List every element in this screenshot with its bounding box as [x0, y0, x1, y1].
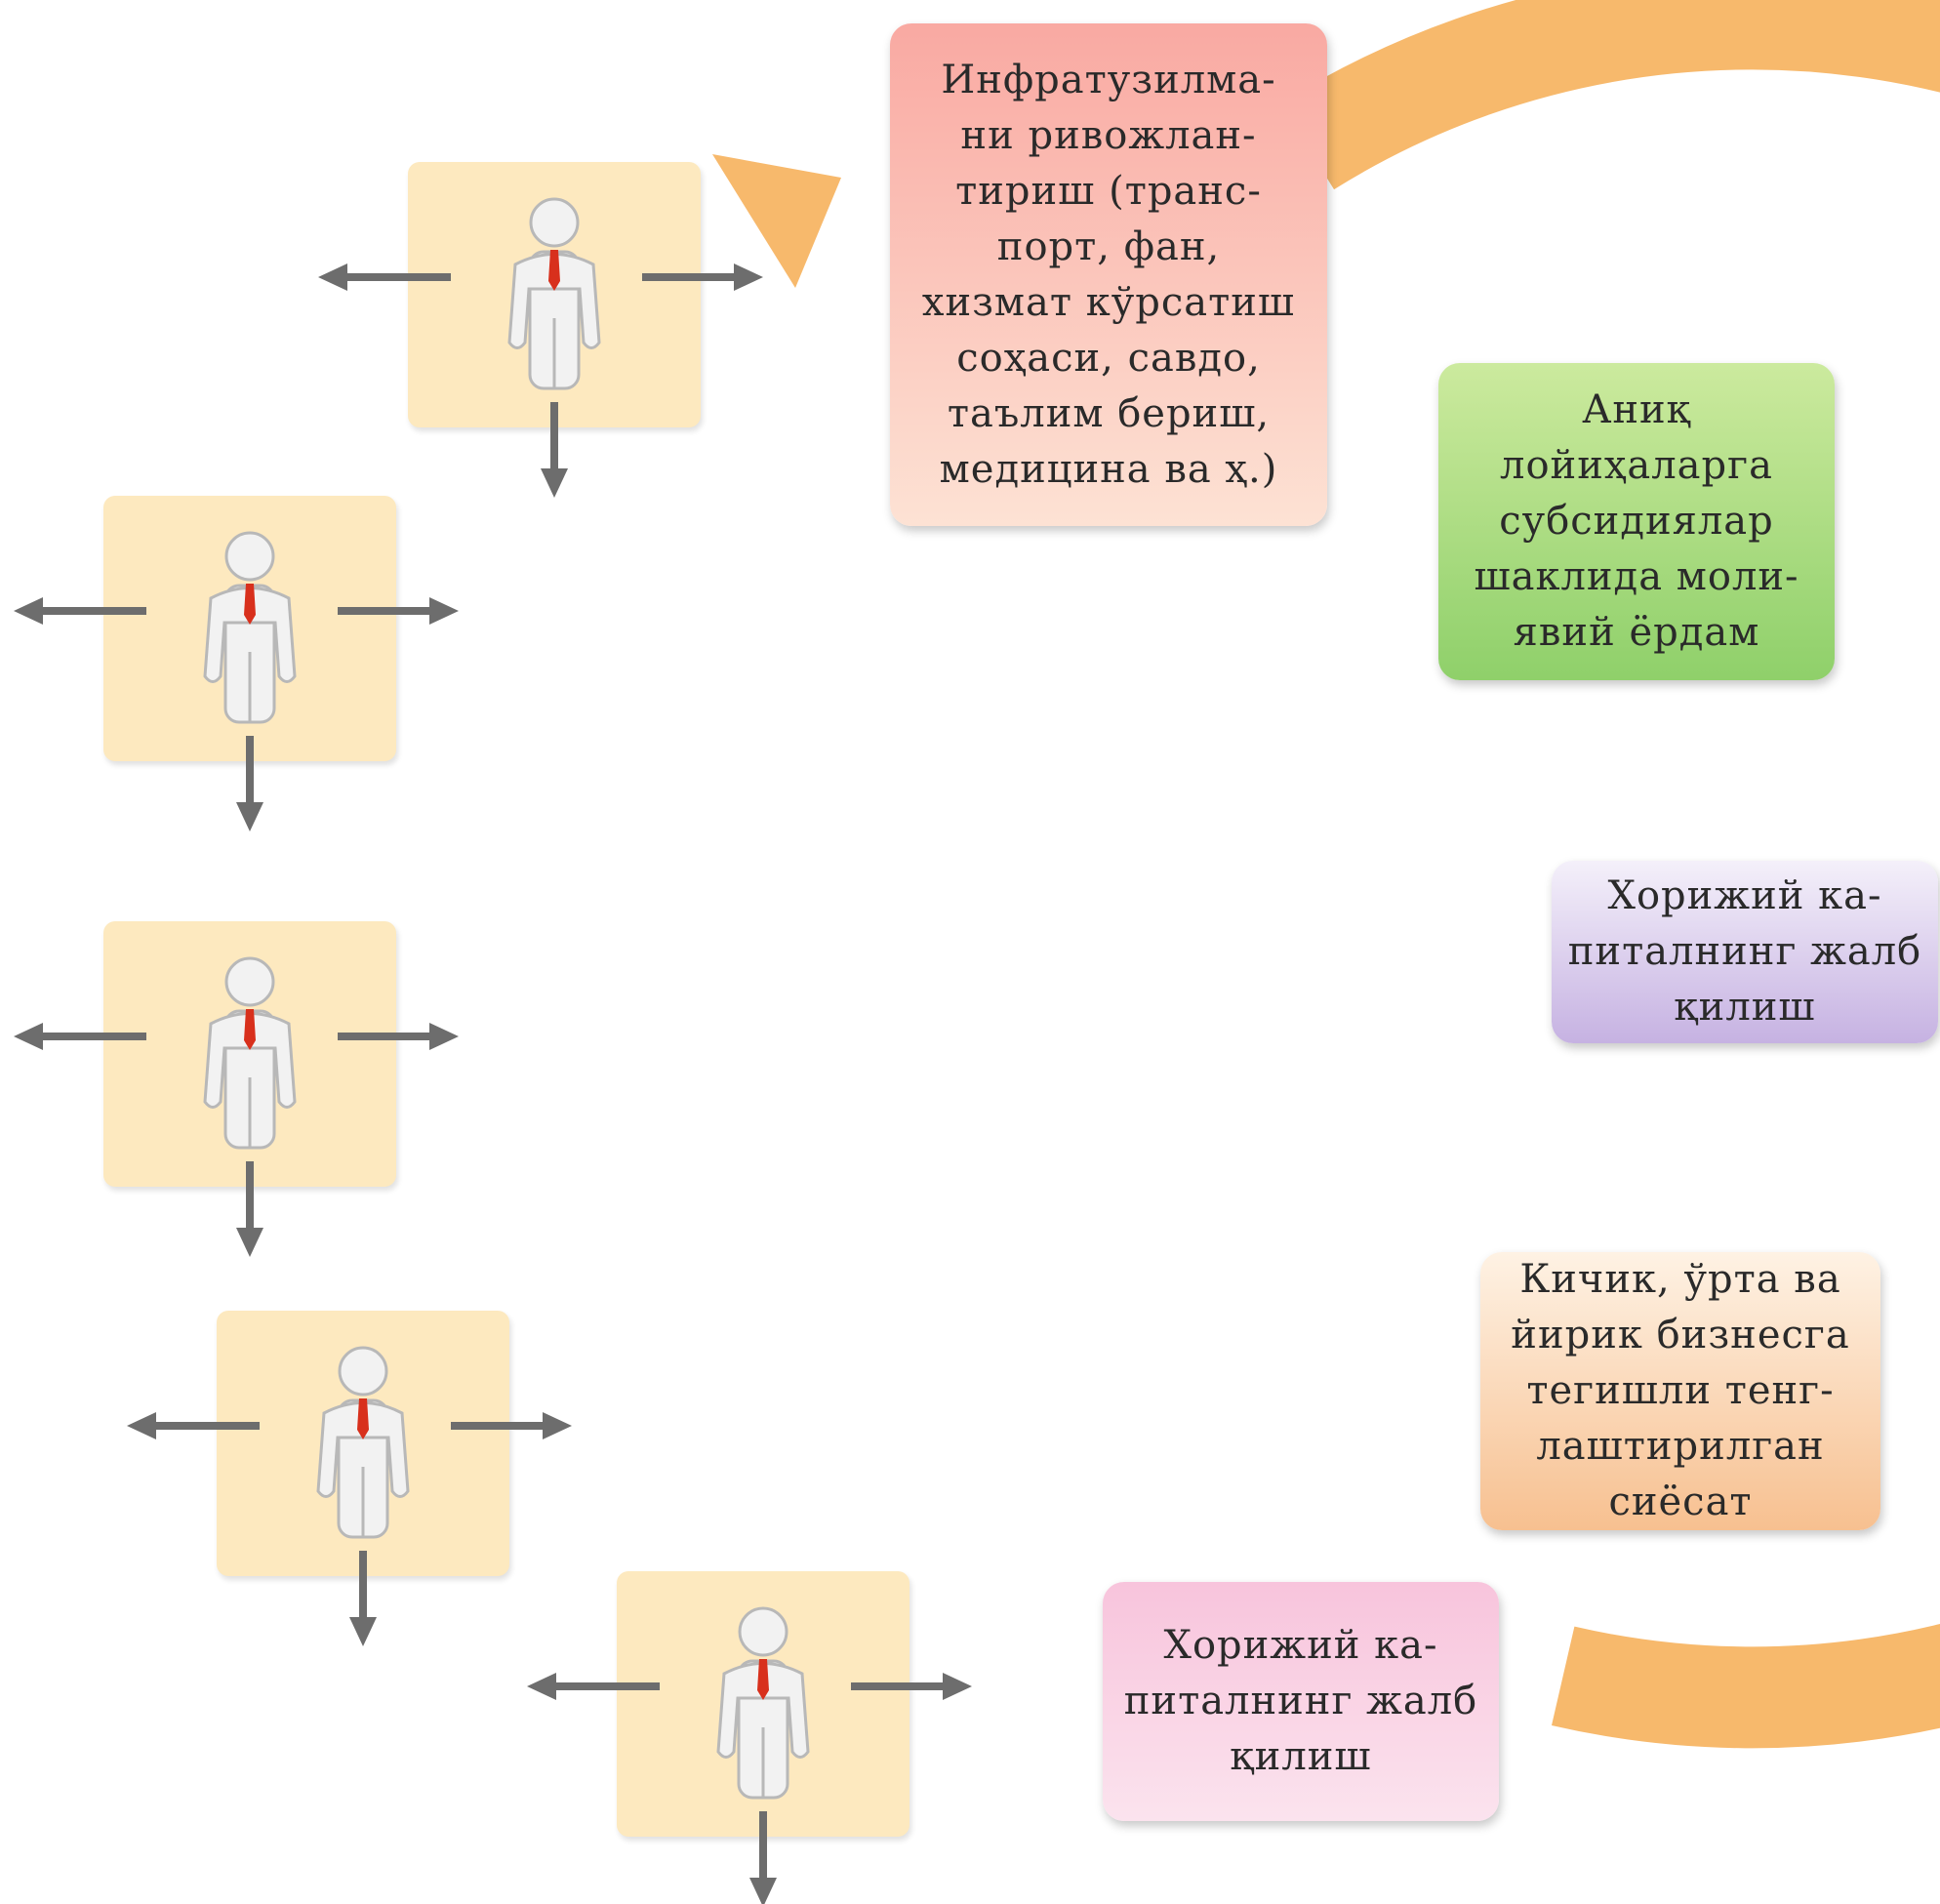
- tie-icon: [244, 1009, 256, 1050]
- arrow-down-icon: [749, 1878, 777, 1904]
- person-head: [529, 197, 580, 248]
- cycle-ring-path: [1280, 0, 1940, 1749]
- arrow-left-icon: [318, 263, 347, 291]
- person-with-arrows: [14, 531, 459, 831]
- arrow-right-icon: [429, 597, 459, 625]
- foreign-capital-box-2: Хорижий ка- питалнинг жалб қилиш: [1103, 1582, 1499, 1821]
- person-with-arrows: [318, 197, 763, 498]
- person-tile-2: [14, 496, 459, 831]
- arrow-down-icon: [541, 468, 568, 498]
- person-tile-3: [14, 921, 459, 1257]
- person-icon: [203, 956, 297, 1150]
- tie-icon: [244, 584, 256, 625]
- arrow-right-icon: [543, 1412, 572, 1439]
- person-with-arrows: [14, 956, 459, 1257]
- arrow-right-icon: [943, 1673, 972, 1700]
- arrow-down-icon: [236, 1228, 263, 1257]
- infrastructure-text: Инфратузилма- ни ривожлан- тириш (транс-…: [921, 57, 1296, 492]
- arrow-left-icon: [127, 1412, 156, 1439]
- person-with-arrows: [127, 1346, 572, 1646]
- tie-icon: [757, 1659, 769, 1700]
- person-tile-5: [527, 1571, 972, 1904]
- business-policy-box: Кичик, ўрта ва йирик бизнесга тегишли те…: [1480, 1252, 1880, 1530]
- person-head: [224, 956, 275, 1007]
- person-head: [738, 1606, 788, 1657]
- arrow-right-icon: [429, 1023, 459, 1050]
- financial-aid-text: Аниқ лойиҳаларга субсидиялар шаклида мол…: [1474, 387, 1799, 655]
- tie-icon: [548, 250, 560, 291]
- tie-icon: [357, 1398, 369, 1439]
- foreign-capital-text-2: Хорижий ка- питалнинг жалб қилиш: [1123, 1623, 1478, 1779]
- person-with-arrows: [527, 1606, 972, 1904]
- person-icon: [316, 1346, 410, 1539]
- arrow-down-icon: [349, 1617, 377, 1646]
- arrow-left-icon: [14, 1023, 43, 1050]
- arrow-right-icon: [734, 263, 763, 291]
- foreign-capital-box-1: Хорижий ка- питалнинг жалб қилиш: [1552, 861, 1938, 1043]
- foreign-capital-text-1: Хорижий ка- питалнинг жалб қилиш: [1567, 873, 1922, 1030]
- person-head: [338, 1346, 388, 1397]
- person-icon: [203, 531, 297, 724]
- cycle-arrowhead: [712, 154, 841, 288]
- person-head: [224, 531, 275, 582]
- business-policy-text: Кичик, ўрта ва йирик бизнесга тегишли те…: [1511, 1257, 1850, 1524]
- financial-aid-box: Аниқ лойиҳаларга субсидиялар шаклида мол…: [1438, 363, 1835, 680]
- infrastructure-box: Инфратузилма- ни ривожлан- тириш (транс-…: [890, 23, 1327, 526]
- person-icon: [716, 1606, 810, 1800]
- person-icon: [507, 197, 601, 390]
- arrow-left-icon: [527, 1673, 556, 1700]
- person-tile-4: [127, 1311, 572, 1646]
- person-tile-1: [318, 162, 763, 498]
- arrow-down-icon: [236, 802, 263, 831]
- arrow-left-icon: [14, 597, 43, 625]
